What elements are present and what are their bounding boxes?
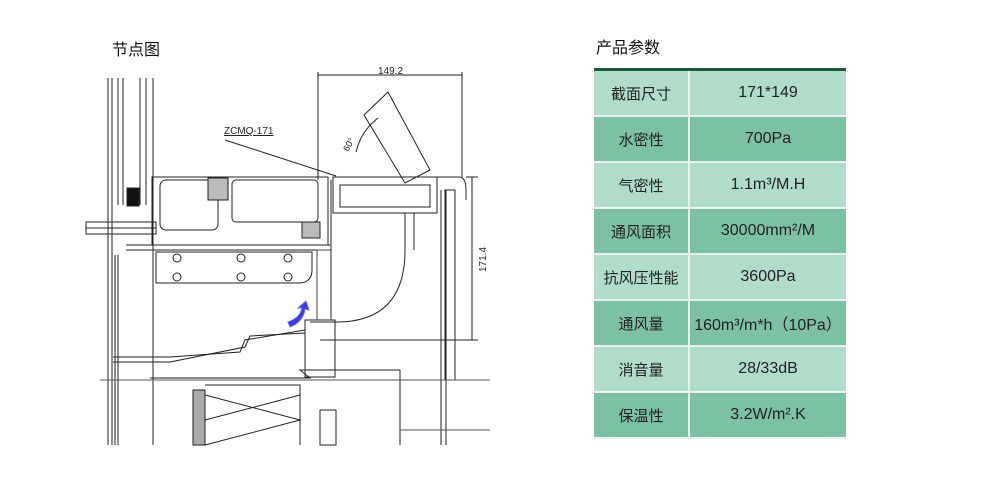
spec-label: 通风面积 xyxy=(594,209,690,253)
sill xyxy=(113,319,401,446)
upper-profile xyxy=(126,176,330,251)
spec-row: 气密性 1.1m³/M.H xyxy=(594,163,846,209)
spec-label: 截面尺寸 xyxy=(594,71,690,115)
spec-value: 1.1m³/M.H xyxy=(730,176,806,193)
airflow-arrow-icon xyxy=(287,300,310,328)
spec-value: 3.2W/m².K xyxy=(730,406,806,423)
specs-heading: 产品参数 xyxy=(596,40,661,57)
louver xyxy=(310,91,467,445)
spec-value: 3600Pa xyxy=(740,268,796,285)
left-frame xyxy=(85,78,157,445)
spec-label: 水密性 xyxy=(594,117,690,161)
spec-value: 171*149 xyxy=(738,84,798,101)
spec-row: 消音量 28/33dB xyxy=(594,347,846,393)
height-dimension: 171.4 xyxy=(478,247,489,272)
spec-row: 保温性 3.2W/m².K xyxy=(594,393,846,439)
lower-profile xyxy=(155,251,313,284)
model-label: ZCMQ-171 xyxy=(224,126,274,137)
node-drawing: 149.2 171.4 60° ZCMQ-171 xyxy=(85,66,490,446)
dimensions xyxy=(100,72,490,431)
spec-row: 抗风压性能 3600Pa xyxy=(594,255,846,301)
spec-row: 水密性 700Pa xyxy=(594,117,846,163)
drawing-heading: 节点图 xyxy=(112,42,161,59)
spec-value: 28/33dB xyxy=(738,360,798,377)
spec-label: 通风量 xyxy=(594,301,690,345)
spec-label: 气密性 xyxy=(594,163,690,207)
spec-value: 700Pa xyxy=(744,130,792,147)
spec-label: 抗风压性能 xyxy=(594,255,690,299)
insulation-strip xyxy=(316,249,332,321)
spec-label: 消音量 xyxy=(594,347,690,391)
width-dimension: 149.2 xyxy=(378,66,403,77)
spec-value: 160m³/m*h（10Pa） xyxy=(694,317,842,334)
spec-value: 30000mm²/M xyxy=(720,222,816,239)
angle-label: 60° xyxy=(341,136,357,153)
spec-label: 保温性 xyxy=(594,393,690,437)
spec-row: 截面尺寸 171*149 xyxy=(594,71,846,117)
spec-row: 通风面积 30000mm²/M xyxy=(594,209,846,255)
spec-table: 截面尺寸 171*149 水密性 700Pa 气密性 1.1m³/M.H 通风面积 30… xyxy=(594,68,846,439)
